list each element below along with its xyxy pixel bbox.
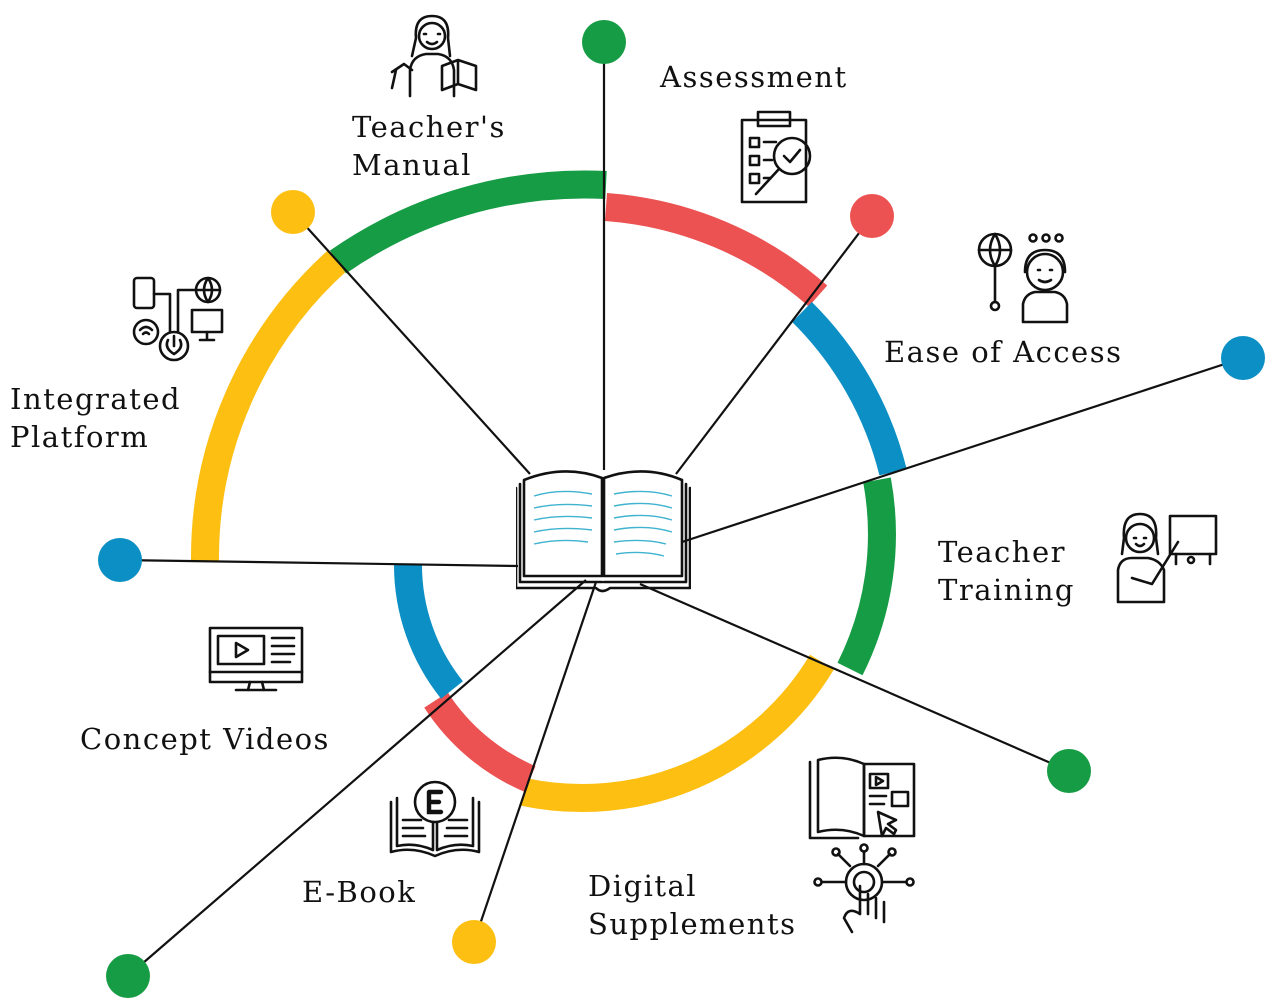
ring-arc-bottom-red — [424, 692, 536, 792]
ring-arc-top-red — [604, 193, 828, 307]
spoke-dot-ease-of-access — [850, 194, 894, 238]
spoke-dot-integrated-platform — [98, 538, 142, 582]
ring-arc-right-blue — [792, 302, 907, 476]
teacher-reading-icon — [386, 10, 481, 100]
globe-user-headset-icon — [973, 230, 1073, 325]
teacher-whiteboard-icon — [1112, 510, 1222, 608]
label-teacher-training: Teacher Training — [938, 535, 1075, 607]
spoke-line-e-book — [472, 581, 598, 943]
spoke-line-concept-videos — [127, 579, 587, 977]
ring-arc-top-green — [329, 170, 607, 274]
spoke-line-ease-of-access — [675, 215, 873, 475]
spoke-dot-teacher-training — [1221, 336, 1265, 380]
label-assessment: Assessment — [660, 60, 848, 94]
ring-arc-bottom-blue — [393, 563, 464, 699]
label-digital-supplements: Digital Supplements — [588, 869, 797, 941]
touch-digital-book-icon — [808, 756, 920, 941]
spoke-dot-e-book — [452, 920, 496, 964]
spoke-line-teachers-manual — [292, 211, 531, 475]
clipboard-magnifier-icon — [736, 108, 821, 208]
spoke-line-teacher-training — [681, 356, 1244, 544]
spoke-dot-concept-videos — [106, 954, 150, 998]
devices-network-icon — [130, 274, 226, 364]
label-e-book: E-Book — [302, 875, 417, 909]
spoke-line-digital-supplements — [639, 582, 1070, 773]
label-teachers-manual: Teacher's Manual — [352, 110, 506, 182]
label-ease-of-access: Ease of Access — [884, 335, 1123, 369]
ring-arc-bottom-yellow — [521, 654, 835, 813]
ring-arc-left-yellow — [190, 249, 348, 563]
label-concept-videos: Concept Videos — [80, 722, 330, 756]
spoke-dot-teachers-manual — [271, 190, 315, 234]
spoke-dot-digital-supplements — [1047, 749, 1091, 793]
open-book-icon — [516, 458, 691, 598]
spoke-line-integrated-platform — [119, 558, 519, 568]
video-monitor-icon — [206, 626, 306, 694]
spoke-dot-assessment — [582, 20, 626, 64]
label-integrated-platform: Integrated Platform — [10, 382, 182, 454]
ring-arc-right-green — [837, 477, 896, 676]
ebook-icon — [385, 780, 485, 862]
